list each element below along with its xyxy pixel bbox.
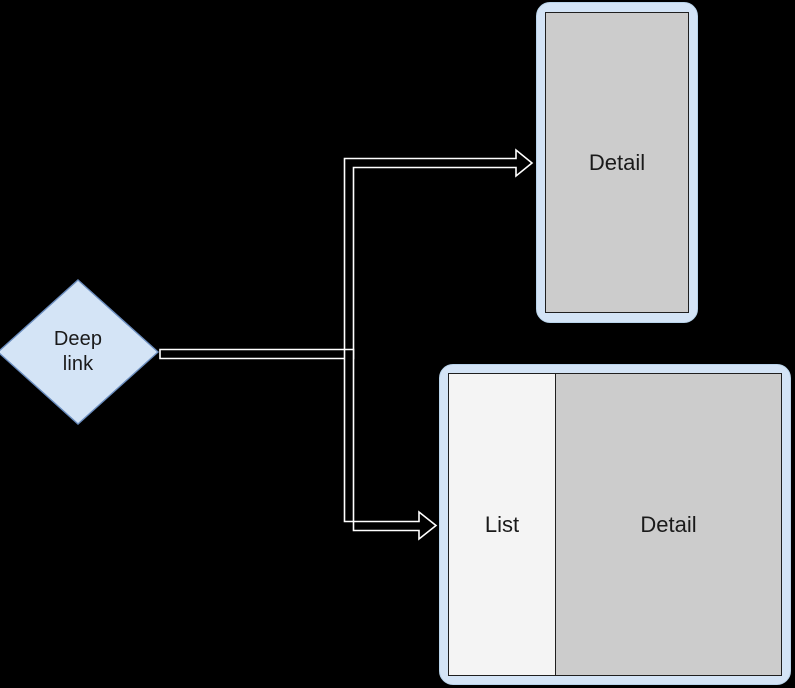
phone-detail-pane[interactable]: Detail: [546, 13, 688, 312]
tablet-list-pane[interactable]: List: [449, 374, 556, 675]
tablet-detail-pane[interactable]: Detail: [556, 374, 781, 675]
deep-link-node[interactable]: Deep link: [0, 278, 160, 426]
connector-deeplink-to-phone: [159, 148, 534, 360]
connector-deeplink-to-tablet: [343, 348, 438, 541]
phone-frame[interactable]: Detail: [536, 2, 698, 323]
tablet-frame[interactable]: List Detail: [439, 364, 791, 685]
tablet-screen: List Detail: [448, 373, 782, 676]
phone-screen: Detail: [545, 12, 689, 313]
deep-link-label: Deep link: [53, 328, 103, 375]
diamond-shape-icon: [0, 279, 160, 425]
